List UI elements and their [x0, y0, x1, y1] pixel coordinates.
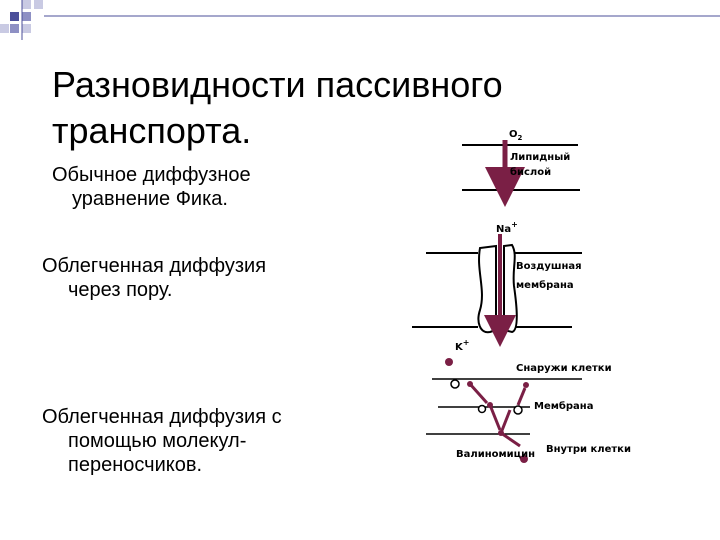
transport-diagram: O2 Липидный бислой Na+ Воздушная мембран…	[412, 129, 631, 463]
corner-square	[22, 0, 31, 9]
outside-label: Снаружи клетки	[516, 363, 612, 374]
corner-square	[10, 12, 19, 21]
membrane-label: мембрана	[516, 279, 574, 291]
slide-title: Разновидности пассивного транспорта.	[52, 62, 612, 154]
pore-protein-left	[477, 244, 497, 334]
corner-square	[10, 24, 19, 33]
title-line: Разновидности пассивного	[52, 64, 503, 105]
carrier-molecule	[477, 404, 487, 414]
valinomycin-label: Валиномицин	[456, 449, 535, 460]
pore-protein-right	[503, 243, 518, 334]
pore-panel: Na+ Воздушная мембрана	[412, 220, 582, 347]
corner-square	[34, 0, 43, 9]
lipid-label: бислой	[510, 166, 551, 178]
item-line: помощью молекул-	[68, 430, 247, 452]
k-label: K+	[455, 338, 469, 353]
title-line: транспорта.	[52, 110, 252, 151]
membrane-label: Мембрана	[534, 400, 593, 412]
carrier-molecule	[513, 405, 523, 415]
lipid-label: Липидный	[510, 152, 570, 163]
na-label: Na+	[496, 220, 518, 235]
ion-dot	[523, 382, 529, 388]
header-rule	[21, 0, 720, 40]
carrier-molecule	[450, 379, 460, 389]
item-line: Обычное диффузное	[52, 164, 251, 186]
o2-label: O2	[509, 129, 523, 142]
list-item-fick: Обычное диффузное уравнение Фика.	[52, 163, 251, 211]
list-item-pore: Облегченная диффузия через пору.	[42, 254, 266, 302]
ion-dot	[445, 358, 453, 366]
membrane-label: Воздушная	[516, 261, 582, 272]
item-line: через пору.	[68, 279, 173, 301]
lipid-bilayer-panel: O2 Липидный бислой	[462, 129, 580, 207]
list-item-carrier: Облегченная диффузия с помощью молекул- …	[42, 405, 282, 477]
corner-decoration	[0, 0, 720, 40]
item-line: уравнение Фика.	[72, 188, 228, 210]
carrier-panel: K+ Снаружи клетки Мембрана Внутри клетки…	[426, 338, 631, 463]
item-line: Облегченная диффузия с	[42, 406, 282, 428]
item-line: Облегченная диффузия	[42, 255, 267, 277]
corner-square	[22, 12, 31, 21]
corner-square	[22, 24, 31, 33]
inside-label: Внутри клетки	[546, 444, 631, 455]
corner-square	[0, 24, 9, 33]
item-line: переносчиков.	[68, 454, 203, 476]
ion-dot	[520, 455, 528, 463]
